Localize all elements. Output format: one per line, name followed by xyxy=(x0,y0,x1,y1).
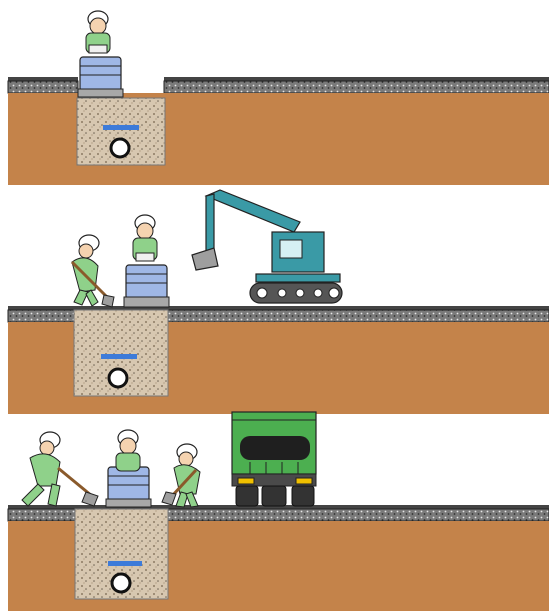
pipe-icon xyxy=(109,369,127,387)
marker-tape-icon xyxy=(101,354,137,359)
pipe-icon xyxy=(111,139,129,157)
panel-2 xyxy=(8,190,549,414)
panel-1 xyxy=(8,11,549,185)
pipe-icon xyxy=(112,574,130,592)
worker-icon xyxy=(162,444,200,507)
worker-icon xyxy=(22,432,98,506)
excavator-icon xyxy=(192,190,342,303)
worker-icon xyxy=(133,215,157,261)
compactor-icon xyxy=(108,467,149,501)
panel-3 xyxy=(8,412,549,611)
worker-icon xyxy=(72,235,114,307)
road-surface-right xyxy=(164,77,549,81)
worker-icon xyxy=(116,430,140,471)
compactor-icon xyxy=(80,57,121,91)
asphalt-layer-right xyxy=(164,81,549,93)
worker-icon xyxy=(86,11,110,53)
marker-tape-icon xyxy=(103,125,139,130)
road-surface-left xyxy=(8,77,78,81)
compactor-icon xyxy=(126,265,167,299)
asphalt-layer-left xyxy=(8,81,78,93)
marker-tape-icon xyxy=(108,561,142,566)
dump-truck-icon xyxy=(232,412,316,506)
road-surface xyxy=(8,306,549,310)
